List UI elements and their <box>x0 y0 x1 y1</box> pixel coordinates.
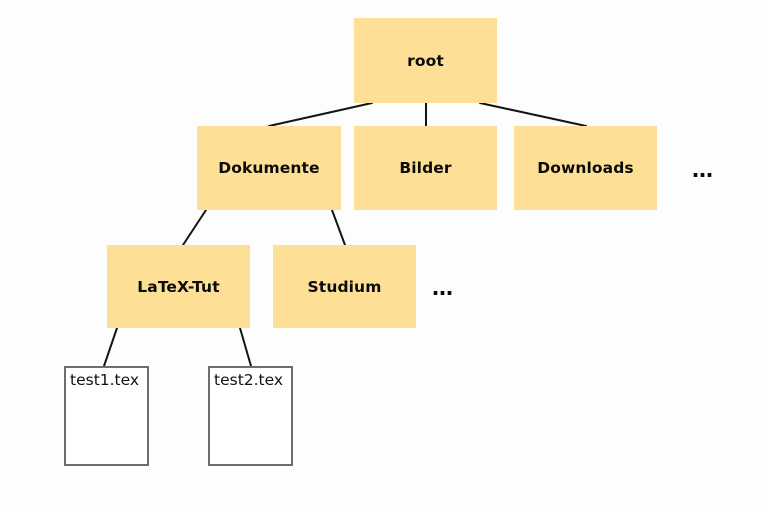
folder-node-root[interactable]: root <box>354 18 497 103</box>
folder-node-downloads[interactable]: Downloads <box>514 126 657 210</box>
node-label-studium: Studium <box>307 277 382 296</box>
ellipsis-row3: … <box>432 276 454 300</box>
tree-edge-root-to-downloads <box>479 102 587 127</box>
file-node-test1[interactable]: test1.tex <box>64 366 149 466</box>
tree-edge-latextut-to-test1 <box>103 327 118 367</box>
tree-edge-dokumente-to-latextut <box>182 209 207 246</box>
tree-edge-root-to-dokumente <box>268 102 373 127</box>
folder-node-dokumente[interactable]: Dokumente <box>197 126 341 210</box>
tree-edge-dokumente-to-studium <box>331 209 346 246</box>
node-label-dokumente: Dokumente <box>218 159 320 177</box>
folder-node-bilder[interactable]: Bilder <box>354 126 497 210</box>
folder-node-latextut[interactable]: LaTeX-Tut <box>107 245 250 328</box>
node-label-bilder: Bilder <box>399 159 452 177</box>
tree-edge-latextut-to-test2 <box>239 327 252 367</box>
node-label-test2: test2.tex <box>214 371 284 389</box>
node-label-root: root <box>407 51 444 70</box>
node-label-test1: test1.tex <box>70 371 140 389</box>
file-node-test2[interactable]: test2.tex <box>208 366 293 466</box>
node-label-downloads: Downloads <box>537 159 634 177</box>
node-label-latextut: LaTeX-Tut <box>137 277 220 296</box>
ellipsis-row2: … <box>692 158 714 182</box>
folder-node-studium[interactable]: Studium <box>273 245 416 328</box>
